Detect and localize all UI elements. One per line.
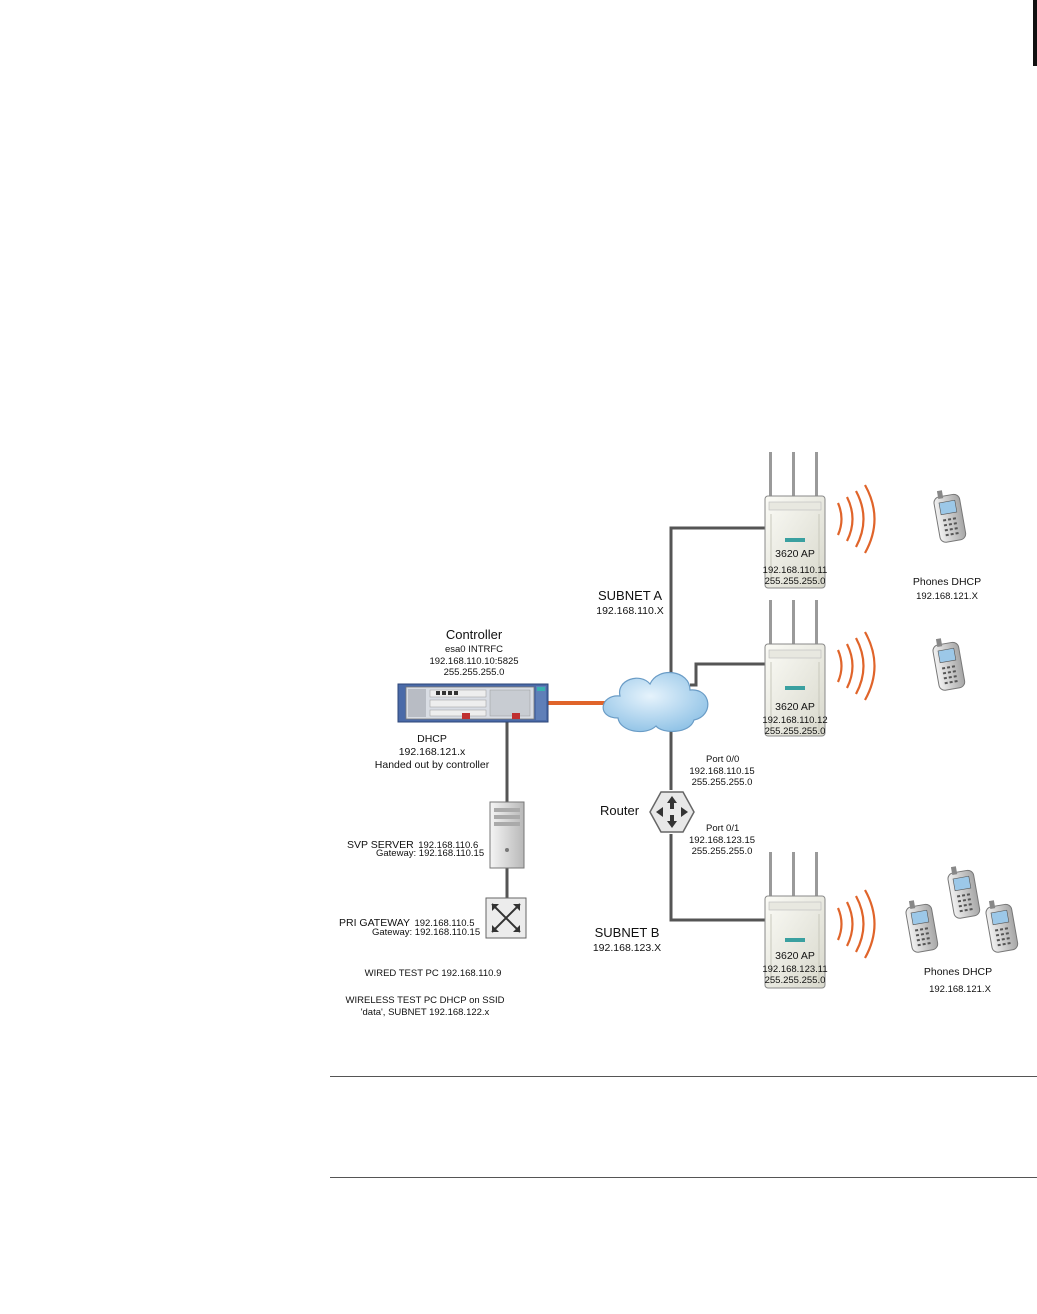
link-router-ap3	[669, 834, 766, 922]
svp-gateway-line: Gateway: 192.168.110.15	[376, 848, 485, 860]
phones-a-label: Phones DHCP	[912, 576, 982, 588]
pri-gateway-ip: 192.168.110.5	[414, 918, 475, 929]
dhcp-note: Handed out by controller	[374, 759, 490, 771]
controller-ip: 192.168.110.10:5825	[429, 656, 519, 667]
phone-icon-5	[983, 896, 1020, 954]
page-edge-mark	[1033, 0, 1037, 66]
phone-icon-1	[931, 486, 968, 544]
router-port0-mask: 255.255.255.0	[691, 777, 753, 788]
controller-interface: esa0 INTRFC	[444, 644, 504, 655]
ap1-mask: 255.255.255.0	[764, 576, 826, 587]
router-port0-ip: 192.168.110.15	[689, 766, 755, 777]
ap2-mask: 255.255.255.0	[764, 726, 826, 737]
router-port1-name: Port 0/1	[706, 823, 740, 834]
ap2-ip: 192.168.110.12	[762, 715, 828, 726]
subnet-a-range: 192.168.110.X	[596, 605, 664, 617]
pri-gateway-gw-line: Gateway: 192.168.110.15	[372, 927, 481, 939]
pri-gateway-line: PRI GATEWAY 192.168.110.5	[339, 913, 475, 931]
footer-rule-top	[330, 1076, 1037, 1077]
controller-title: Controller	[445, 627, 503, 642]
ap3-label: 3620 AP	[775, 950, 815, 962]
phone-icon-4	[903, 896, 940, 954]
ap2-label: 3620 AP	[775, 701, 815, 713]
svp-gateway-label: Gateway:	[376, 848, 417, 859]
ap3-mask: 255.255.255.0	[764, 975, 826, 986]
ap1-ip: 192.168.110.11	[762, 565, 828, 576]
svp-gateway-ip: 192.168.110.15	[418, 848, 485, 859]
controller-mask: 255.255.255.0	[443, 667, 505, 678]
svp-server-ip: 192.168.110.6	[418, 840, 479, 851]
router-icon	[649, 791, 695, 833]
footer-rule-bottom	[330, 1177, 1037, 1178]
gateway-switch-icon	[485, 897, 527, 939]
dhcp-title: DHCP	[417, 733, 447, 745]
pri-gateway-gw-label: Gateway:	[372, 927, 413, 938]
phones-a-range: 192.168.121.X	[916, 591, 978, 602]
subnet-a-label: SUBNET A	[597, 588, 663, 603]
svp-server-name: SVP SERVER	[347, 839, 414, 851]
router-port0-name: Port 0/0	[706, 754, 740, 765]
subnet-b-label: SUBNET B	[594, 925, 660, 940]
pri-gateway-name: PRI GATEWAY	[339, 917, 410, 929]
router-port1-ip: 192.168.123.15	[688, 835, 756, 846]
cloud-icon	[602, 671, 709, 733]
wired-test-pc-note: WIRED TEST PC 192.168.110.9	[364, 968, 502, 979]
radio-waves-icon-2	[836, 630, 876, 702]
phone-icon-2	[930, 634, 967, 692]
link-cloud-ap2	[690, 662, 766, 687]
router-port1-mask: 255.255.255.0	[691, 846, 753, 857]
dhcp-range: 192.168.121.x	[398, 746, 466, 758]
wireless-test-pc-note-1: WIRELESS TEST PC DHCP on SSID	[345, 995, 505, 1006]
link-subnet-a-ap1	[669, 526, 766, 675]
router-label: Router	[600, 803, 640, 818]
radio-waves-icon-1	[836, 483, 876, 555]
server-icon	[489, 801, 525, 869]
wireless-test-pc-note-2: 'data', SUBNET 192.168.122.x	[360, 1007, 490, 1018]
pri-gateway-gw-ip: 192.168.110.15	[414, 927, 481, 938]
controller-icon	[397, 683, 549, 723]
ap3-ip: 192.168.123.11	[762, 964, 828, 975]
phones-b-range: 192.168.121.X	[929, 984, 991, 995]
radio-waves-icon-3	[836, 888, 876, 960]
phones-b-label: Phones DHCP	[923, 966, 993, 978]
subnet-b-range: 192.168.123.X	[592, 942, 662, 954]
network-links	[505, 526, 766, 922]
phone-icon-3	[945, 862, 982, 920]
ap1-label: 3620 AP	[775, 548, 815, 560]
svp-server-line: SVP SERVER 192.168.110.6	[347, 835, 478, 853]
